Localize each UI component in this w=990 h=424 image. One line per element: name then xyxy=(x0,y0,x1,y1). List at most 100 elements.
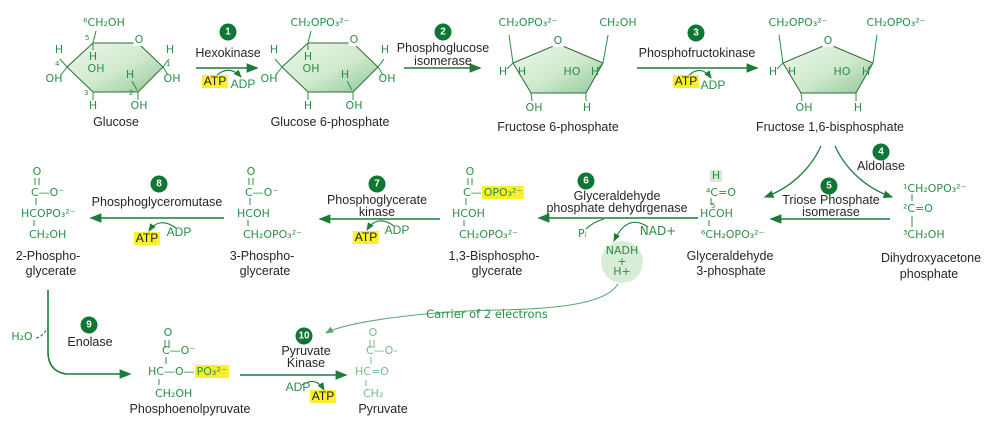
step-badge-9: 9 xyxy=(80,316,98,334)
carrier-of-electrons-curve xyxy=(325,283,619,334)
pyruvate-line2: HC=O xyxy=(355,365,389,378)
adp-label-step-3: ADP xyxy=(700,78,726,92)
curve-atp-adp-step-3 xyxy=(687,69,712,79)
h-plus-label: H+ xyxy=(613,265,631,278)
dhap-line3: ³CH₂OH xyxy=(903,228,945,241)
curve-adp-atp-step-8 xyxy=(148,222,177,232)
curve-adp-atp-step-10 xyxy=(301,380,325,391)
bpg13-phosphate-highlighted: OPO₃²⁻ xyxy=(481,186,525,199)
nadh-plus-label: + xyxy=(617,255,627,268)
glucose-c6-group: ⁶CH₂OH xyxy=(83,16,125,29)
bpg13-o-top: O xyxy=(465,165,475,178)
step-badge-6: 6 xyxy=(577,172,595,190)
atp-label-step-1: ATP xyxy=(201,74,229,88)
f16bp-outer-h-right: H xyxy=(861,65,871,78)
dhap-line1: ¹CH₂OPO₃²⁻ xyxy=(903,182,967,195)
arrow-aldolase-right xyxy=(834,145,894,199)
pep-line1: C—O⁻ xyxy=(162,344,196,357)
f6p-outer-h-left: H xyxy=(498,65,508,78)
adp-label-step-8: ADP xyxy=(166,225,192,239)
f16bp-name: Fructose 1,6-bisphosphate xyxy=(755,120,905,134)
pyruvate-structure-bonds xyxy=(365,340,375,386)
g6p-oh-left: OH xyxy=(260,72,278,85)
curve-adp-atp-step-7 xyxy=(366,220,395,231)
pep-line2: HC—O—PO₃²⁻ xyxy=(148,365,229,378)
g3p-name-line2: 3-phosphate xyxy=(696,264,766,278)
glucose-carbon-2: 2 xyxy=(129,89,134,97)
g3p-h-top: H xyxy=(709,169,723,182)
g6p-oh-bottom: OH xyxy=(345,99,363,112)
g6p-h-left: H xyxy=(269,43,279,56)
g3p-line3: ⁶CH₂OPO₃²⁻ xyxy=(701,228,765,241)
g6p-oh-right: OH xyxy=(378,72,396,85)
pep-name: Phosphoenolpyruvate xyxy=(129,402,251,416)
pg3-name-line2: glycerate xyxy=(239,264,291,278)
f6p-outer-h-right: H xyxy=(590,65,600,78)
bpg13-name-line1: 1,3-Bisphospho- xyxy=(448,249,540,263)
g6p-h-bottom: H xyxy=(303,99,313,112)
dhap-name-line1: Dihydroxyacetone xyxy=(880,251,982,265)
f16bp-outer-h-left: H xyxy=(768,65,778,78)
glucose-oh-bottom: OH xyxy=(130,99,148,112)
dhap-line2: ²C=O xyxy=(903,202,933,215)
reaction-arrows xyxy=(47,63,894,380)
pg2-name-line1: 2-Phospho- xyxy=(15,249,81,263)
curve-nad-to-nadh xyxy=(613,221,649,242)
g3p-structure-bonds xyxy=(708,198,712,226)
bpg13-c-prefix: C— xyxy=(463,186,482,199)
carrier-of-2-electrons-note: Carrier of 2 electrons xyxy=(426,307,548,321)
enzyme-phosphoglyceromutase: Phosphoglyceromutase xyxy=(91,195,223,209)
glucose-h-left: H xyxy=(54,43,64,56)
fructose-16-bisphosphate-ring xyxy=(782,43,874,94)
nad-label: NAD+ xyxy=(639,224,677,238)
pg2-line3: CH₂OH xyxy=(29,228,67,241)
pep-line2-prefix: HC—O— xyxy=(148,365,195,378)
pyruvate-line3: CH₂ xyxy=(363,387,384,400)
enzyme-pyruvate-kinase-line1: Pyruvate xyxy=(281,344,331,358)
glucose-carbon-4: 4 xyxy=(55,60,60,68)
adp-label-step-1: ADP xyxy=(230,77,256,91)
glucose-bonds xyxy=(59,30,170,100)
g6p-h-right: H xyxy=(380,43,390,56)
g6p-inner-h1: H xyxy=(303,50,313,63)
arrow-step-9 xyxy=(47,290,132,379)
pep-o-top: O xyxy=(163,326,173,339)
bpg13-structure-bonds xyxy=(463,178,473,226)
f6p-left-group: CH₂OPO₃²⁻ xyxy=(498,16,558,29)
g3p-name-line1: Glyceraldehyde xyxy=(686,249,774,263)
curve-pi-release xyxy=(585,218,605,230)
bpg13-line1: C—OPO₃²⁻ xyxy=(463,186,525,199)
dhap-name-line2: phosphate xyxy=(899,267,959,281)
bpg13-name-line2: glycerate xyxy=(471,264,523,278)
glucose-inner-h1: H xyxy=(88,50,98,63)
g3p-line1: ⁴C=O xyxy=(706,186,736,199)
bpg13-line3: CH₂OPO₃²⁻ xyxy=(459,228,518,241)
enzyme-pyruvate-kinase-line2: Kinase xyxy=(286,356,326,370)
pg2-line1: C—O⁻ xyxy=(31,186,65,199)
f6p-inner-h: H xyxy=(517,65,527,78)
f16bp-inner-h: H xyxy=(787,65,797,78)
step-badge-7: 7 xyxy=(368,175,386,193)
pyruvate-o-top: O xyxy=(368,326,378,339)
glucose-carbon-1: 1 xyxy=(166,60,171,68)
g6p-inner-h2: H xyxy=(340,68,350,81)
f16bp-oh-bottom: OH xyxy=(795,101,813,114)
pg3-line2: HCOH xyxy=(237,207,270,220)
glucose-oh-left: OH xyxy=(45,72,63,85)
pg3-name-line1: 3-Phospho- xyxy=(229,249,295,263)
pg3-structure-bonds xyxy=(247,178,254,226)
arrow-aldolase-left xyxy=(763,145,822,198)
enzyme-phosphoglycerate-kinase-line2: kinase xyxy=(358,205,396,219)
f6p-h-bottom: H xyxy=(582,101,592,114)
f16bp-bonds xyxy=(776,34,878,102)
enzyme-phosphoglucose-isomerase-line2: isomerase xyxy=(414,54,472,68)
glucose-inner-oh: OH xyxy=(87,62,105,75)
pg2-line2: HCOPO₃²⁻ xyxy=(21,207,76,220)
enzyme-triose-phosphate-isomerase-line2: isomerase xyxy=(802,205,860,219)
f16bp-left-group: CH₂OPO₃²⁻ xyxy=(768,16,828,29)
step-badge-4: 4 xyxy=(872,143,890,161)
enzyme-aldolase: Aldolase xyxy=(857,159,905,173)
glucose-ring-oxygen: O xyxy=(133,33,145,46)
pyruvate-line1: C—O- xyxy=(366,344,398,357)
